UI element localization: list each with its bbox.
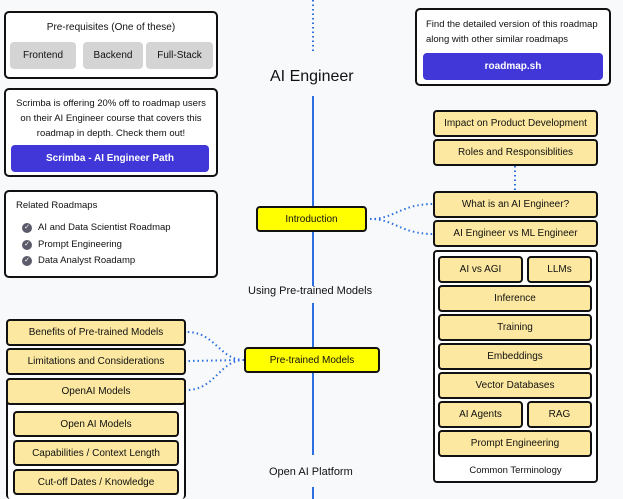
detailed-text: Find the detailed version of this roadma… bbox=[426, 19, 598, 45]
related-item-label: AI and Data Scientist Roadmap bbox=[38, 222, 171, 233]
subtopic-openai-models-header[interactable]: OpenAI Models bbox=[6, 378, 186, 405]
roadmap-sh-button[interactable]: roadmap.sh bbox=[423, 53, 603, 80]
prerequisites-heading: Pre-requisites (One of these) bbox=[46, 22, 176, 33]
related-item-ai-data-scientist[interactable]: ✓ AI and Data Scientist Roadmap bbox=[22, 222, 171, 233]
term-ai-vs-agi[interactable]: AI vs AGI bbox=[438, 256, 523, 283]
common-terminology-label: Common Terminology bbox=[469, 465, 562, 476]
openai-models-group: OpenAI Models Open AI Models Capabilitie… bbox=[6, 378, 186, 499]
subtopic-roles-responsibilities[interactable]: Roles and Responsiblities bbox=[433, 139, 598, 166]
term-ai-agents[interactable]: AI Agents bbox=[438, 401, 523, 428]
spine-line-3 bbox=[312, 487, 314, 499]
term-prompt-engineering[interactable]: Prompt Engineering bbox=[438, 430, 592, 457]
subtopic-limitations-considerations[interactable]: Limitations and Considerations bbox=[6, 348, 186, 375]
term-llms[interactable]: LLMs bbox=[527, 256, 592, 283]
openai-item-capabilities[interactable]: Capabilities / Context Length bbox=[13, 440, 179, 466]
related-roadmaps-card: Related Roadmaps ✓ AI and Data Scientist… bbox=[4, 190, 218, 278]
term-rag[interactable]: RAG bbox=[527, 401, 592, 428]
term-training[interactable]: Training bbox=[438, 314, 592, 341]
promo-text: Scrimba is offering 20% off to roadmap u… bbox=[16, 98, 206, 139]
related-heading: Related Roadmaps bbox=[16, 200, 98, 211]
term-vector-databases[interactable]: Vector Databases bbox=[438, 372, 592, 399]
related-item-label: Prompt Engineering bbox=[38, 239, 122, 250]
common-terminology-group: AI vs AGI LLMs Inference Training Embedd… bbox=[433, 250, 598, 483]
check-circle-icon: ✓ bbox=[22, 222, 32, 233]
scrimba-course-button[interactable]: Scrimba - AI Engineer Path bbox=[11, 145, 209, 172]
openai-item-cutoff-dates[interactable]: Cut-off Dates / Knowledge bbox=[13, 469, 179, 495]
topic-introduction[interactable]: Introduction bbox=[256, 206, 367, 232]
pretrained-connector-limitations bbox=[186, 359, 245, 362]
spine-line-2 bbox=[312, 303, 314, 455]
related-item-data-analyst[interactable]: ✓ Data Analyst Roadamp bbox=[22, 255, 135, 266]
intro-connector-what-is bbox=[369, 203, 435, 220]
pretrained-connector-benefits bbox=[186, 331, 245, 361]
related-item-prompt-engineering[interactable]: ✓ Prompt Engineering bbox=[22, 239, 122, 250]
term-inference[interactable]: Inference bbox=[438, 285, 592, 312]
detailed-version-card: Find the detailed version of this roadma… bbox=[415, 8, 611, 86]
prereq-frontend-button[interactable]: Frontend bbox=[10, 42, 76, 69]
openai-item-open-ai-models[interactable]: Open AI Models bbox=[13, 411, 179, 437]
term-embeddings[interactable]: Embeddings bbox=[438, 343, 592, 370]
roadmap-title: AI Engineer bbox=[270, 68, 354, 85]
scrimba-promo-card: Scrimba is offering 20% off to roadmap u… bbox=[4, 88, 218, 177]
check-circle-icon: ✓ bbox=[22, 239, 32, 250]
subtopic-benefits-pretrained[interactable]: Benefits of Pre-trained Models bbox=[6, 319, 186, 346]
prerequisites-card: Pre-requisites (One of these) Frontend B… bbox=[4, 11, 218, 79]
section-heading-openai-platform: Open AI Platform bbox=[269, 466, 353, 478]
prereq-fullstack-button[interactable]: Full-Stack bbox=[146, 42, 213, 69]
subtopic-what-is-ai-engineer[interactable]: What is an AI Engineer? bbox=[433, 191, 598, 218]
subtopic-impact-product-development[interactable]: Impact on Product Development bbox=[433, 110, 598, 137]
check-circle-icon: ✓ bbox=[22, 255, 32, 266]
topic-pretrained-models[interactable]: Pre-trained Models bbox=[244, 347, 380, 373]
pretrained-connector-openai bbox=[186, 359, 245, 391]
intro-connector-vs-ml bbox=[369, 218, 435, 235]
spine-line-1 bbox=[312, 96, 314, 286]
subtopic-ai-vs-ml-engineer[interactable]: AI Engineer vs ML Engineer bbox=[433, 220, 598, 247]
prereq-backend-button[interactable]: Backend bbox=[83, 42, 143, 69]
related-item-label: Data Analyst Roadamp bbox=[38, 255, 136, 266]
section-heading-pretrained: Using Pre-trained Models bbox=[248, 285, 373, 297]
